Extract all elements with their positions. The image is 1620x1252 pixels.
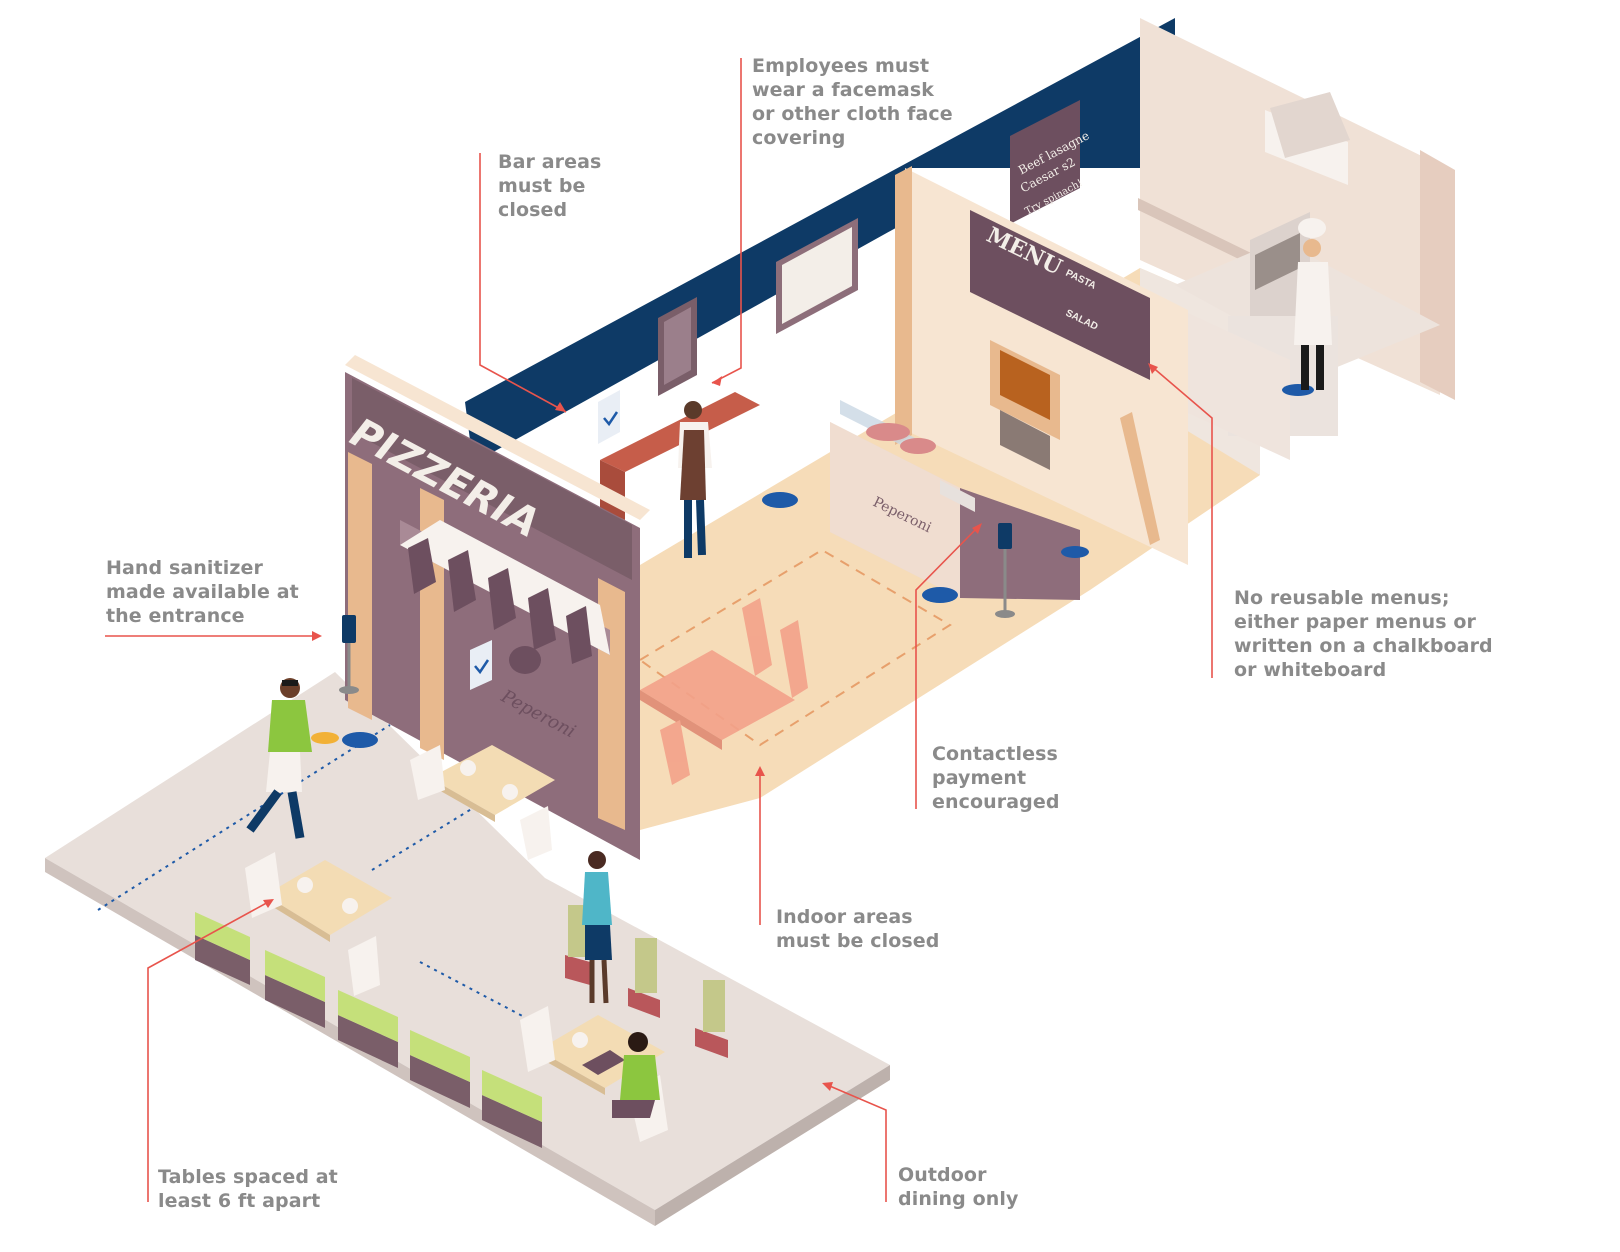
label-indoor-closed: Indoor areas must be closed (776, 906, 940, 952)
chef (1294, 218, 1332, 390)
leader-lines (105, 58, 1213, 1202)
waiter-outdoor (246, 678, 339, 839)
label-bar-closed: Bar areas must be closed (498, 151, 602, 221)
bartender (678, 401, 712, 558)
chef-logo-icon (509, 646, 541, 674)
label-outdoor-dining: Outdoor dining only (898, 1164, 1019, 1210)
label-tables-spaced: Tables spaced at least 6 ft apart (158, 1166, 338, 1212)
label-contactless-payment: Contactless payment encouraged (932, 743, 1060, 813)
safety-badge-icon (598, 390, 620, 444)
distance-markers (342, 384, 1314, 748)
paper-menu-icon (582, 1050, 625, 1075)
partition-wall: MENU PASTA SALAD (895, 166, 1188, 565)
hand-sanitizer-stations (339, 523, 1015, 694)
label-employees-mask: Employees must wear a facemask or other … (752, 55, 953, 149)
host-with-menu (582, 851, 612, 1004)
awning-stripes (408, 538, 592, 664)
storefront: PIZZERIA Peperoni (339, 355, 650, 860)
service-counter: Peperoni (830, 400, 1080, 600)
label-no-reusable-menus: No reusable menus; either paper menus or… (1234, 587, 1493, 681)
seated-diner (612, 1032, 660, 1118)
safety-badge-icon (470, 640, 492, 690)
label-hand-sanitizer: Hand sanitizer made available at the ent… (106, 557, 299, 627)
indoor-table (640, 598, 808, 785)
hand-sanitizer-icon (342, 615, 356, 643)
